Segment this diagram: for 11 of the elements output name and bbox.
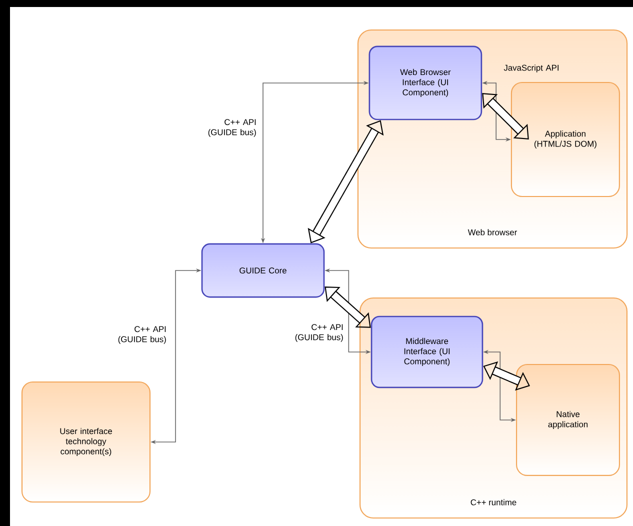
double-arrow bbox=[324, 286, 371, 328]
component-box: Middleware Interface (UI Component) bbox=[370, 316, 484, 388]
component-box: GUIDE Core bbox=[201, 243, 325, 298]
edge-label: C++ API (GUIDE bus) bbox=[295, 324, 343, 342]
edge-label: JavaScript API bbox=[504, 64, 558, 72]
component-box: Native application bbox=[516, 364, 620, 476]
edge-label: C++ API (GUIDE bus) bbox=[208, 119, 256, 137]
component-box: Web Browser Interface (UI Component) bbox=[368, 46, 482, 120]
edge-label: C++ API (GUIDE bus) bbox=[118, 326, 166, 344]
component-box: Application (HTML/JS DOM) bbox=[510, 82, 620, 197]
component-box: User interface technology component(s) bbox=[21, 381, 151, 503]
